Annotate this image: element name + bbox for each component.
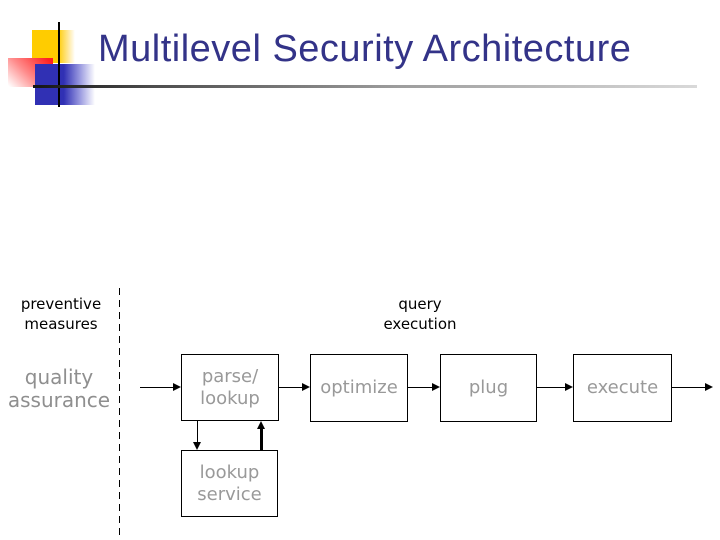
- title-underline-rule: [33, 85, 697, 88]
- row-label-line: quality: [24, 365, 94, 389]
- column-label-line: execution: [383, 315, 457, 333]
- arrow-lookup-service-to-parse: [257, 421, 265, 450]
- arrow-into-parse-lookup: [140, 383, 181, 391]
- arrow-optimize-to-plug: [408, 383, 440, 391]
- row-label-line: assurance: [7, 388, 111, 412]
- box-label-line: execute: [586, 377, 659, 398]
- box-execute: execute: [573, 354, 672, 422]
- column-label-preventive-measures: preventive measures: [8, 294, 114, 334]
- box-lookup-service: lookup service: [181, 450, 278, 517]
- logo-vertical-line: [58, 22, 60, 107]
- logo-yellow-square: [32, 30, 75, 63]
- logo-blue-square: [35, 64, 95, 105]
- row-label-quality-assurance: quality assurance: [0, 366, 118, 412]
- box-label-line: optimize: [320, 377, 398, 398]
- box-plug: plug: [440, 354, 537, 422]
- column-label-query-execution: query execution: [366, 294, 474, 334]
- column-label-line: measures: [24, 315, 98, 333]
- column-label-line: query: [398, 295, 442, 313]
- box-label-line: lookup: [199, 461, 260, 483]
- arrow-parse-to-optimize: [279, 383, 310, 391]
- arrow-parse-to-lookup-service: [193, 421, 201, 450]
- column-label-line: preventive: [20, 295, 102, 313]
- box-label-line: lookup: [200, 387, 260, 409]
- slide-title: Multilevel Security Architecture: [98, 28, 632, 70]
- box-label-line: service: [197, 483, 262, 505]
- arrow-plug-to-execute: [537, 383, 573, 391]
- dashed-divider-line: [119, 288, 120, 540]
- box-label-line: plug: [468, 377, 509, 398]
- box-label-line: parse/: [201, 365, 259, 387]
- box-optimize: optimize: [310, 354, 408, 422]
- box-parse-lookup: parse/ lookup: [181, 354, 279, 421]
- arrow-out-of-execute: [672, 383, 713, 391]
